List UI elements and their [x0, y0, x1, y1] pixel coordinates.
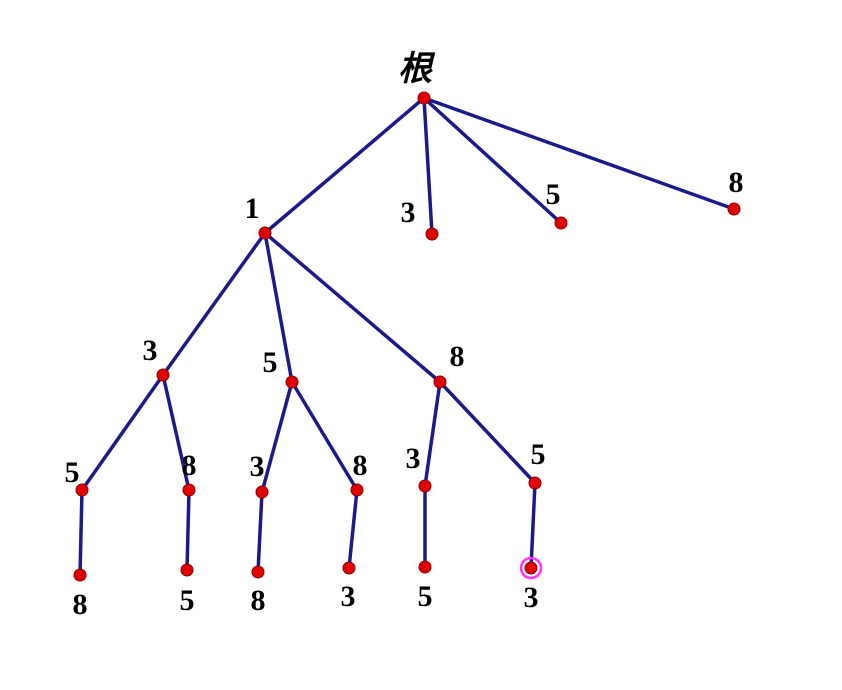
label-n_l3_1: 8 — [73, 588, 88, 621]
label-n135: 5 — [65, 456, 80, 489]
node-n13[interactable] — [156, 368, 170, 382]
edge-n13-n135 — [80, 373, 165, 492]
tree-labels: 根 1 3 5 8 3 5 8 5 8 3 8 3 5 8 5 8 3 5 3 — [65, 50, 744, 621]
label-n153: 3 — [250, 450, 265, 483]
node-n183[interactable] — [418, 479, 432, 493]
tree-edges — [78, 96, 736, 577]
edge-root-n5a — [422, 96, 563, 225]
edge-n18-n185 — [438, 380, 537, 485]
label-n_l3_2: 5 — [180, 584, 195, 617]
node-n_l3_1[interactable] — [73, 568, 87, 582]
label-n5a: 5 — [546, 178, 561, 211]
edge-n13-n138 — [161, 373, 191, 492]
node-n135[interactable] — [75, 483, 89, 497]
node-n15[interactable] — [285, 375, 299, 389]
node-n153[interactable] — [255, 485, 269, 499]
edge-root-n8a — [422, 96, 736, 211]
edge-n158-n_l3_4 — [347, 488, 359, 570]
node-n158[interactable] — [350, 483, 364, 497]
node-n_l3_5[interactable] — [418, 560, 432, 574]
label-n_l3_6: 3 — [524, 581, 539, 614]
label-n158: 8 — [353, 449, 368, 482]
label-n15: 5 — [263, 346, 278, 379]
edge-n18-n183 — [423, 380, 442, 488]
label-n_l3_3: 8 — [251, 584, 266, 617]
node-n_l3_2[interactable] — [180, 563, 194, 577]
label-n3a: 3 — [401, 196, 416, 229]
node-n_l3_6[interactable] — [524, 561, 538, 575]
node-n8a[interactable] — [727, 202, 741, 216]
label-n_l3_4: 3 — [341, 580, 356, 613]
label-n18: 8 — [450, 340, 465, 373]
label-n_l3_5: 5 — [418, 580, 433, 613]
node-n_l3_3[interactable] — [251, 565, 265, 579]
edge-n1-n13 — [161, 231, 267, 377]
node-n185[interactable] — [528, 476, 542, 490]
edge-root-n1 — [263, 96, 426, 235]
edge-n15-n153 — [260, 380, 294, 494]
node-n3a[interactable] — [425, 227, 439, 241]
edge-n138-n_l3_2 — [185, 488, 191, 572]
edge-n1-n15 — [263, 231, 294, 384]
node-n_l3_4[interactable] — [342, 561, 356, 575]
label-n185: 5 — [531, 438, 546, 471]
selection-ring-n_l3_6 — [519, 556, 543, 580]
edge-n135-n_l3_1 — [78, 488, 84, 577]
edge-n185-n_l3_6 — [529, 481, 537, 570]
tree-nodes — [73, 91, 741, 582]
label-n1: 1 — [245, 192, 260, 225]
edge-n1-n18 — [263, 231, 442, 384]
label-n138: 8 — [182, 449, 197, 482]
edge-n153-n_l3_3 — [256, 490, 264, 574]
edge-root-n3a — [422, 96, 434, 236]
label-n8a: 8 — [729, 166, 744, 199]
label-n183: 3 — [406, 442, 421, 475]
node-n138[interactable] — [182, 483, 196, 497]
edge-n15-n158 — [290, 380, 359, 492]
node-n18[interactable] — [433, 375, 447, 389]
label-n13: 3 — [143, 334, 158, 367]
node-root[interactable] — [417, 91, 431, 105]
node-n5a[interactable] — [554, 216, 568, 230]
label-root: 根 — [398, 50, 436, 88]
node-n1[interactable] — [258, 226, 272, 240]
